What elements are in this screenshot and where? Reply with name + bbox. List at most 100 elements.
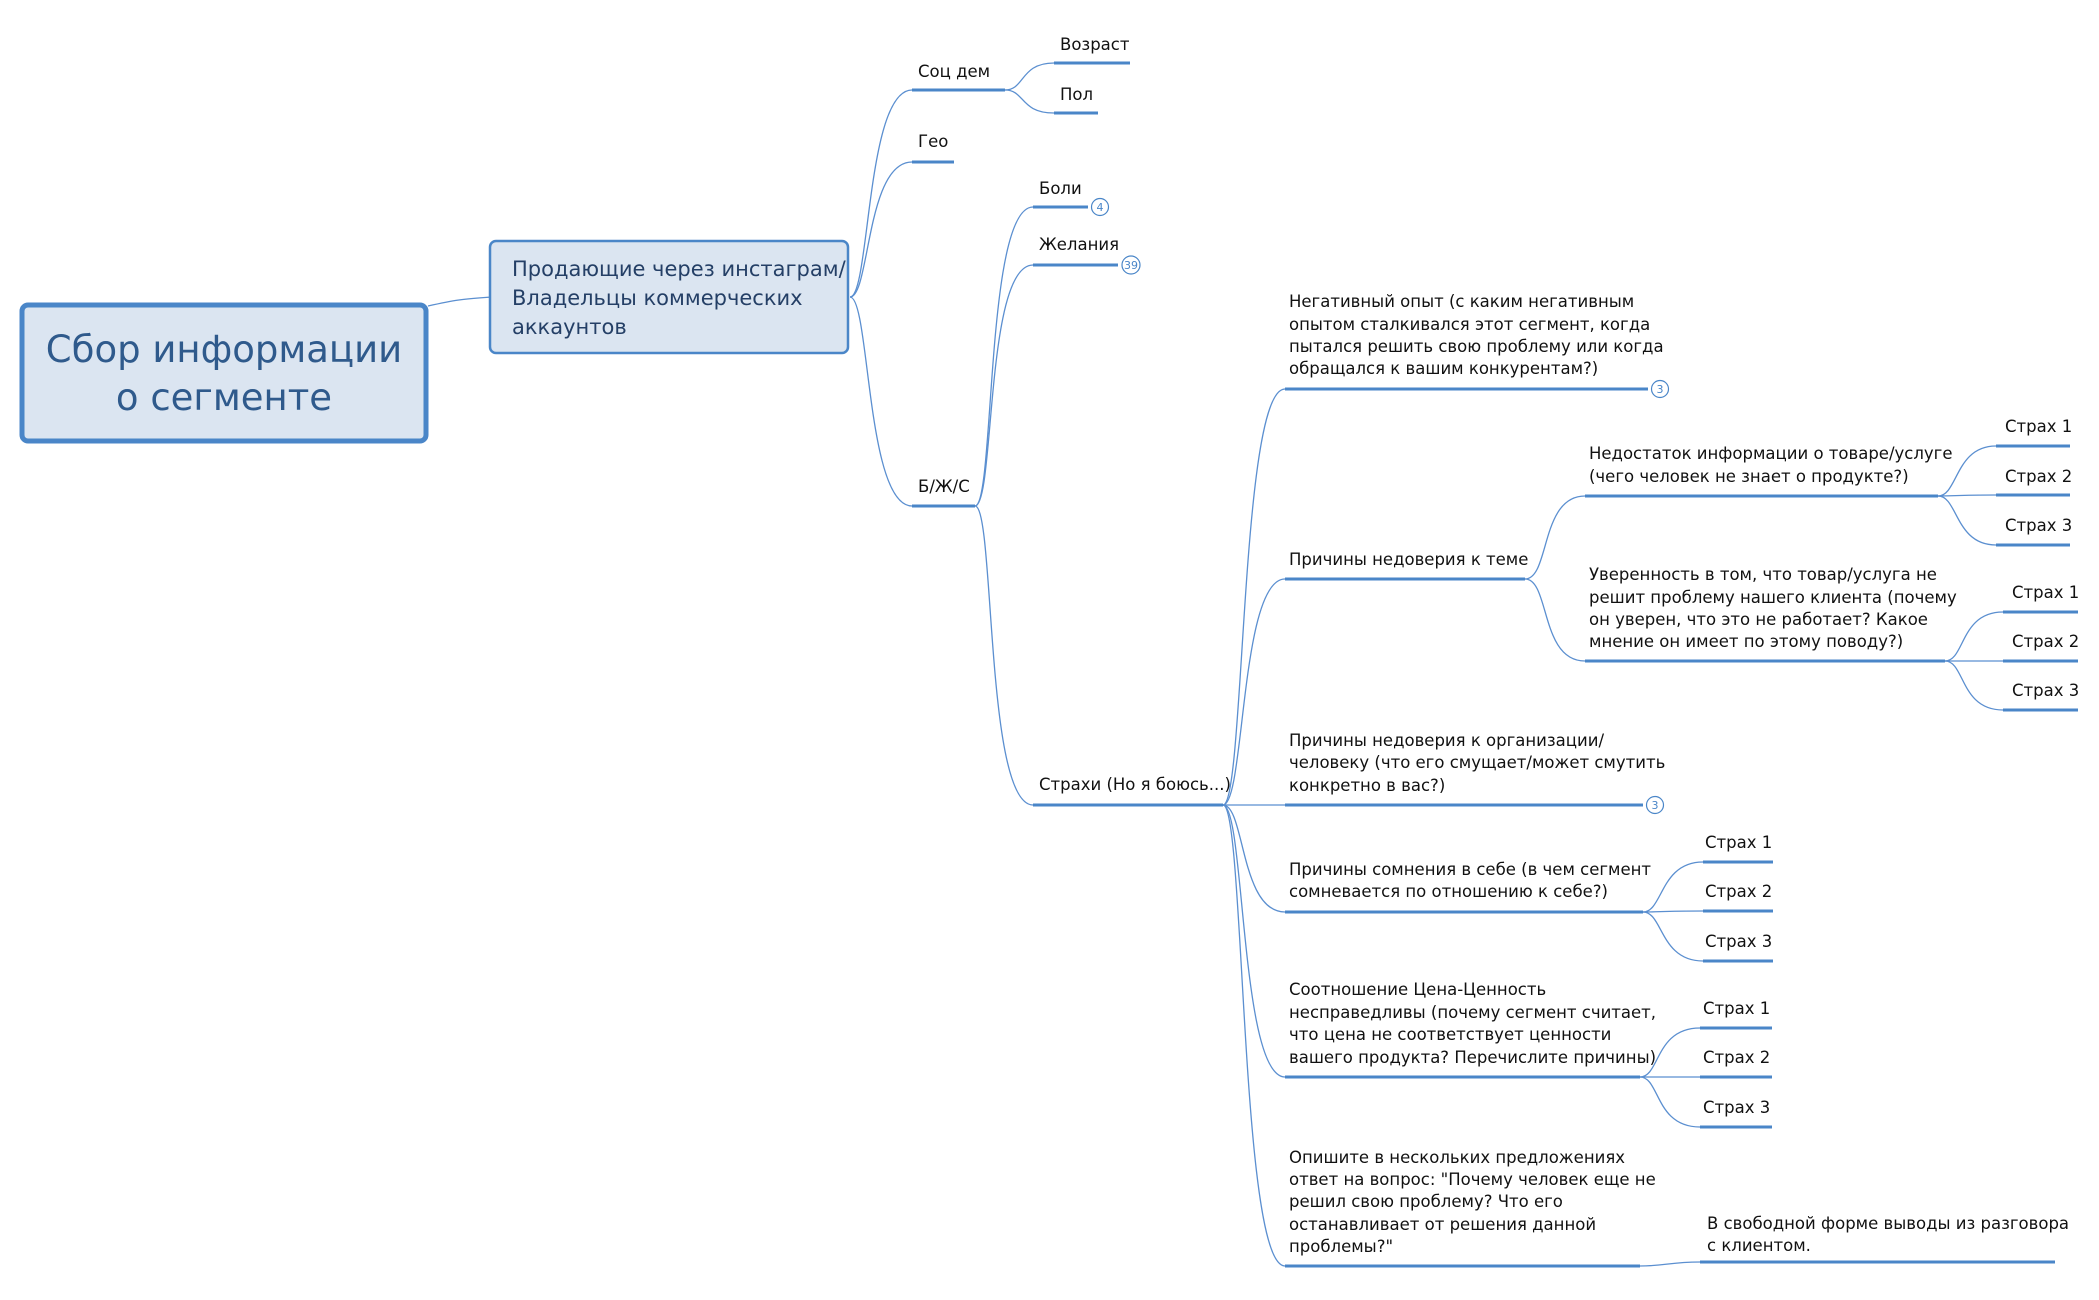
fear-label: Страх 2 [2012, 632, 2079, 651]
conn-negative [1222, 388, 1286, 806]
conn-opishite [1222, 804, 1286, 1267]
conn-info-f2 [1937, 494, 1997, 497]
conn-som-f1 [1642, 861, 1704, 913]
conn-som-f3 [1642, 911, 1704, 962]
fear-label: Страх 3 [1705, 932, 1772, 951]
topic-self-doubt[interactable]: Причины сомнения в себе (в чем сегмент с… [1285, 860, 1651, 914]
conn-cena-f3 [1639, 1076, 1701, 1128]
fear-item[interactable]: Страх 3 [2003, 681, 2079, 712]
topic-lack-of-info[interactable]: Недостаток информации о товаре/услуге (ч… [1585, 444, 1952, 498]
fear-label: Страх 2 [1705, 882, 1772, 901]
topic-text-line: он уверен, что это не работает? Какое [1589, 610, 1928, 629]
collapsed-count-badge[interactable]: 3 [1645, 795, 1665, 815]
collapsed-count-badge[interactable]: 3 [1650, 379, 1670, 399]
conn-vozrast [1004, 62, 1055, 91]
conn-soc-dem [849, 89, 913, 298]
topic-zhelaniya[interactable]: Желания [1033, 235, 1119, 267]
fear-label: Страх 3 [2012, 681, 2079, 700]
fear-label: Страх 1 [1705, 833, 1772, 852]
conn-cena-f1 [1639, 1027, 1701, 1078]
topic-text-line: Негативный опыт (с каким негативным [1289, 292, 1634, 311]
topic-distrust-organization[interactable]: Причины недоверия к организации/ человек… [1285, 731, 1665, 807]
topic-text-line: пытался решить свою проблему или когда [1289, 337, 1664, 356]
topic-distrust-topic[interactable]: Причины недоверия к теме [1285, 550, 1528, 581]
fear-label: Страх 3 [1703, 1098, 1770, 1117]
fear-item[interactable]: Страх 2 [1996, 467, 2072, 497]
conn-info-f1 [1937, 445, 1997, 497]
fear-item[interactable]: Страх 2 [1703, 882, 1773, 913]
topic-text-line: несправедливы (почему сегмент считает, [1289, 1003, 1656, 1022]
segment-node[interactable]: Продающие через инстаграм/ Владельцы ком… [488, 239, 850, 355]
connectors [427, 62, 2004, 1267]
topic-strakhi[interactable]: Страхи (Но я боюсь...) [1033, 775, 1231, 807]
segment-line2: Владельцы коммерческих [512, 286, 803, 310]
conn-som-f2 [1642, 910, 1704, 913]
svg-text:4: 4 [1097, 201, 1104, 214]
conn-boli [974, 206, 1034, 507]
topic-text-line: Опишите в нескольких предложениях [1289, 1148, 1625, 1167]
topic-vozrast[interactable]: Возраст [1054, 35, 1130, 65]
conn-info [1524, 495, 1586, 580]
fear-item[interactable]: Страх 1 [1996, 417, 2072, 448]
fear-item[interactable]: Страх 1 [1700, 999, 1772, 1030]
conn-zhelaniya [974, 264, 1034, 507]
topic-text-line: останавливает от решения данной [1289, 1215, 1596, 1234]
fear-item[interactable]: Страх 3 [1700, 1098, 1772, 1129]
segment-line3: аккаунтов [512, 315, 627, 339]
topic-geo-label: Гео [918, 132, 948, 151]
topic-text-line: решил свою проблему? Что его [1289, 1192, 1563, 1211]
topic-price-value[interactable]: Соотношение Цена-Ценность несправедливы … [1285, 980, 1656, 1079]
topic-bzhs[interactable]: Б/Ж/С [912, 477, 975, 508]
fear-label: Страх 1 [2005, 417, 2072, 436]
conn-somnenie [1222, 804, 1286, 913]
topic-text-line: Причины сомнения в себе (в чем сегмент [1289, 860, 1651, 879]
topic-boli-label: Боли [1039, 179, 1082, 198]
conn-cena [1222, 804, 1286, 1078]
topic-confidence[interactable]: Уверенность в том, что товар/услуга не р… [1585, 565, 1957, 663]
fear-label: Страх 2 [1703, 1048, 1770, 1067]
topic-geo[interactable]: Гео [912, 132, 954, 164]
fear-item[interactable]: Страх 3 [1703, 932, 1773, 963]
collapsed-count-badge[interactable]: 39 [1121, 255, 1141, 275]
topic-strakhi-label: Страхи (Но я боюсь...) [1039, 775, 1231, 794]
topic-text-line: проблемы?" [1289, 1237, 1393, 1256]
fear-item[interactable]: Страх 1 [2003, 583, 2079, 614]
topic-text-line: Недостаток информации о товаре/услуге [1589, 444, 1952, 463]
topic-soc-dem-label: Соц дем [918, 62, 990, 81]
svg-text:3: 3 [1652, 799, 1659, 812]
collapsed-count-badge[interactable]: 4 [1090, 197, 1110, 217]
conn-pol [1004, 89, 1055, 114]
topic-negative-experience[interactable]: Негативный опыт (с каким негативным опыт… [1285, 292, 1664, 391]
svg-text:39: 39 [1124, 259, 1138, 272]
topic-soc-dem[interactable]: Соц дем [912, 62, 1005, 92]
topic-distrust-topic-label: Причины недоверия к теме [1289, 550, 1528, 569]
topic-free-form-answer[interactable]: В свободной форме выводы из разговора с … [1700, 1214, 2069, 1264]
topic-text-line: обращался к вашим конкурентам?) [1289, 359, 1598, 378]
conn-answer [1639, 1261, 1701, 1267]
conn-geo [849, 161, 913, 298]
topic-boli[interactable]: Боли [1033, 179, 1088, 209]
root-node[interactable]: Сбор информации о сегменте [19, 302, 429, 444]
topic-pol[interactable]: Пол [1054, 85, 1098, 115]
topic-text-line: Причины недоверия к организации/ [1289, 731, 1604, 750]
fear-label: Страх 1 [1703, 999, 1770, 1018]
topic-text-line: вашего продукта? Перечислите причины) [1289, 1048, 1656, 1067]
fear-item[interactable]: Страх 3 [1996, 516, 2072, 547]
fear-item[interactable]: Страх 2 [2003, 632, 2079, 663]
fear-label: Страх 1 [2012, 583, 2079, 602]
topic-vozrast-label: Возраст [1060, 35, 1130, 54]
topic-text-line: человеку (что его смущает/может смутить [1289, 753, 1665, 772]
topic-text-line: ответ на вопрос: "Почему человек еще не [1289, 1170, 1656, 1189]
topic-text-line: что цена не соответствует ценности [1289, 1025, 1611, 1044]
topic-pol-label: Пол [1060, 85, 1093, 104]
topic-text-line: Соотношение Цена-Ценность [1289, 980, 1546, 999]
root-connector [427, 296, 493, 307]
fear-item[interactable]: Страх 2 [1700, 1048, 1772, 1079]
topic-text-line: сомневается по отношению к себе?) [1289, 882, 1608, 901]
conn-strakhi [974, 505, 1034, 806]
fear-label: Страх 3 [2005, 516, 2072, 535]
topic-text-line: с клиентом. [1707, 1236, 1811, 1255]
topic-describe-answer[interactable]: Опишите в нескольких предложениях ответ … [1285, 1148, 1656, 1268]
fear-item[interactable]: Страх 1 [1703, 833, 1773, 864]
